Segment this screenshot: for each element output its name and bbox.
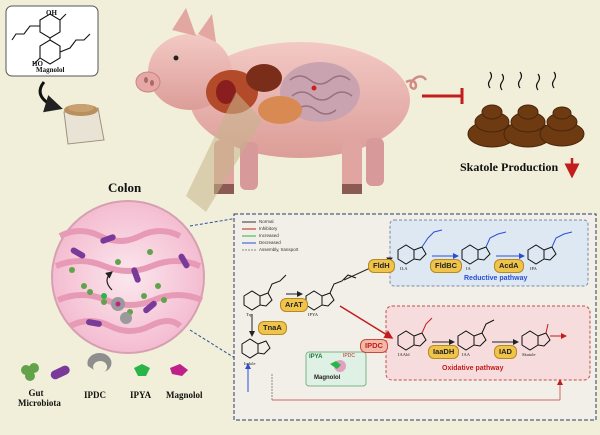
skatole-production-label: Skatole Production (460, 160, 559, 174)
key-increased: Increased (259, 233, 279, 238)
magnolol-structure (5, 5, 99, 77)
inset-magnolol: Magnolol (314, 375, 341, 381)
legend-gut-microbiota: Gut Microbiota (18, 388, 61, 408)
pig-illustration (135, 8, 428, 194)
magnolol-to-feed-arrow (38, 81, 63, 113)
oxidative-pathway-label: Oxidative pathway (442, 365, 504, 372)
molecule-drawings (241, 229, 573, 359)
enzyme-arat: ArAT (280, 298, 308, 312)
legend-ipdc: IPDC (84, 390, 106, 400)
colon-title: Colon (108, 180, 142, 195)
enzyme-ipdc: IPDC (360, 339, 388, 353)
mol-ipa: IPA (530, 266, 537, 271)
inset-ipdc: IPDC (343, 353, 355, 359)
enzyme-iaadh: IaaDH (428, 345, 460, 359)
magnolol-oh-top: OH (46, 9, 57, 17)
key-assembly: Assembly, transport (259, 247, 299, 252)
enzyme-acda: AcdA (494, 259, 524, 273)
reductive-pathway-label: Reductive pathway (464, 275, 528, 282)
oxidative-pathway-box (385, 305, 591, 381)
zoom-beam (186, 92, 262, 212)
magnolol-label: Magnolol (36, 66, 65, 74)
inset-ipya: IPYA (309, 354, 323, 360)
enzyme-tnaa: TnaA (258, 321, 287, 335)
enzyme-fldbc: FldBC (430, 259, 463, 273)
mol-iaald: IAAld (398, 352, 410, 357)
legend-ipya: IPYA (130, 390, 152, 400)
key-decreased: Decreased (259, 240, 281, 245)
pathway-key (242, 221, 256, 251)
enzyme-fldh: FldH (368, 259, 395, 273)
mol-ia: IA (466, 266, 471, 271)
mol-skatole: Skatole (522, 352, 536, 357)
magnolol-oh-bottom: HO (32, 60, 43, 68)
ipya-inset-icon (330, 361, 341, 369)
feces-icon (467, 104, 585, 148)
mol-ila: ILA (400, 266, 408, 271)
legend-icons (21, 352, 188, 381)
odor-icon (487, 71, 557, 91)
zoom-line-bottom (189, 329, 239, 361)
feed-sack-icon (63, 104, 105, 145)
key-inhibitory: Inhibitory (259, 226, 278, 231)
mol-indole: Indole (244, 361, 256, 366)
mol-iaa: IAA (462, 352, 470, 357)
mol-ipya: IPYA (308, 312, 319, 317)
mol-trp: Trp (246, 312, 253, 317)
zoom-line-top (189, 217, 239, 227)
enzyme-iad: IAD (494, 345, 517, 359)
key-normal: Normal (259, 219, 274, 224)
colon-illustration (51, 200, 205, 354)
legend-magnolol: Magnolol (166, 390, 203, 400)
